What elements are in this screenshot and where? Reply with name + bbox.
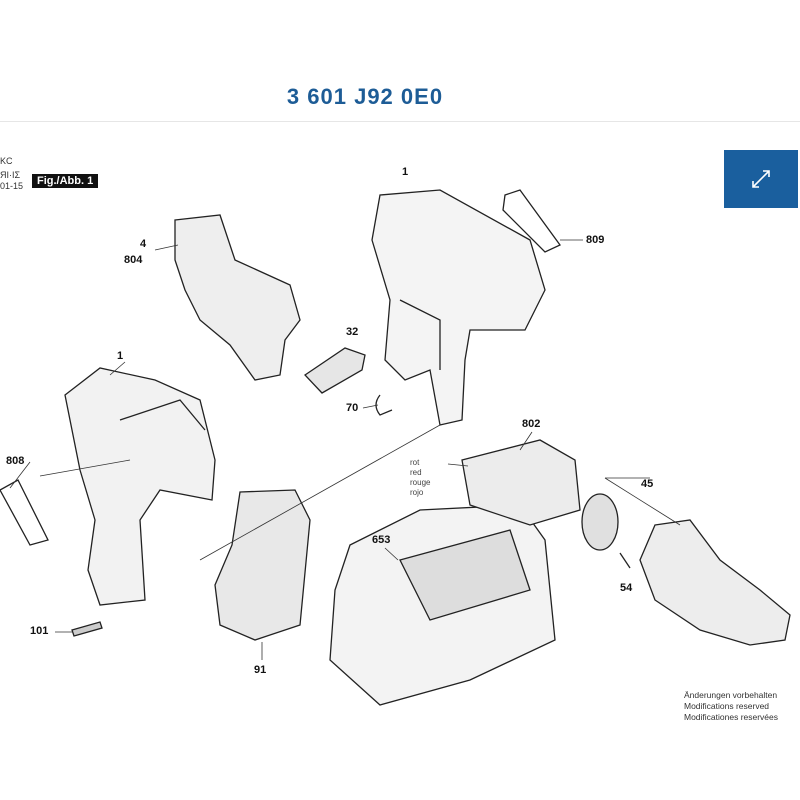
side-code: 01-15 xyxy=(0,181,24,191)
part-label: 91 xyxy=(254,664,267,676)
part-label: 45 xyxy=(641,478,654,490)
housing-left-half xyxy=(64,367,216,606)
wire-color: rouge xyxy=(410,478,431,487)
page-title: 3 601 J92 0E0 xyxy=(286,84,444,109)
part-label: 70 xyxy=(346,402,359,414)
label-808 xyxy=(0,479,49,546)
wire-color: rojo xyxy=(410,488,424,497)
part-label: 653 xyxy=(372,534,391,546)
gear-plate xyxy=(581,493,619,551)
expand-button[interactable] xyxy=(724,150,798,208)
part-label: 809 xyxy=(586,234,605,246)
note-line: Änderungen vorbehalten xyxy=(684,690,778,700)
wire-color: rot xyxy=(410,458,420,467)
part-label: 4 xyxy=(140,238,147,250)
label-809 xyxy=(502,189,561,253)
housing-right-half xyxy=(371,189,546,426)
clip-part xyxy=(375,394,393,416)
note-line: Modificationes reservées xyxy=(684,712,779,722)
part-label: 1 xyxy=(117,350,124,362)
part-label: 101 xyxy=(30,625,49,637)
wire-color-note: rot red rouge rojo xyxy=(410,458,430,498)
part-label: 802 xyxy=(522,418,541,430)
note-line: Modifications reserved xyxy=(684,701,770,711)
switch-module xyxy=(174,214,301,381)
screw-101 xyxy=(71,621,103,637)
gearbox xyxy=(639,519,791,646)
part-label: 32 xyxy=(346,326,359,338)
expand-arrows-icon xyxy=(752,170,770,188)
wire-color: red xyxy=(410,468,422,477)
part-label: 1 xyxy=(402,166,409,178)
modifications-note: Änderungen vorbehalten Modifications res… xyxy=(684,690,778,723)
part-label: 54 xyxy=(620,582,633,594)
figure-label: Fig./Abb. 1 xyxy=(32,174,99,188)
slider-part xyxy=(304,347,366,394)
part-label: 808 xyxy=(6,455,25,467)
side-code: ЯI·IΣ xyxy=(0,170,21,180)
motor xyxy=(461,439,581,526)
side-code: KC xyxy=(0,156,13,166)
screw-54 xyxy=(619,552,631,569)
part-label: 804 xyxy=(124,254,143,266)
divider xyxy=(0,121,800,122)
battery-pack xyxy=(214,489,311,641)
